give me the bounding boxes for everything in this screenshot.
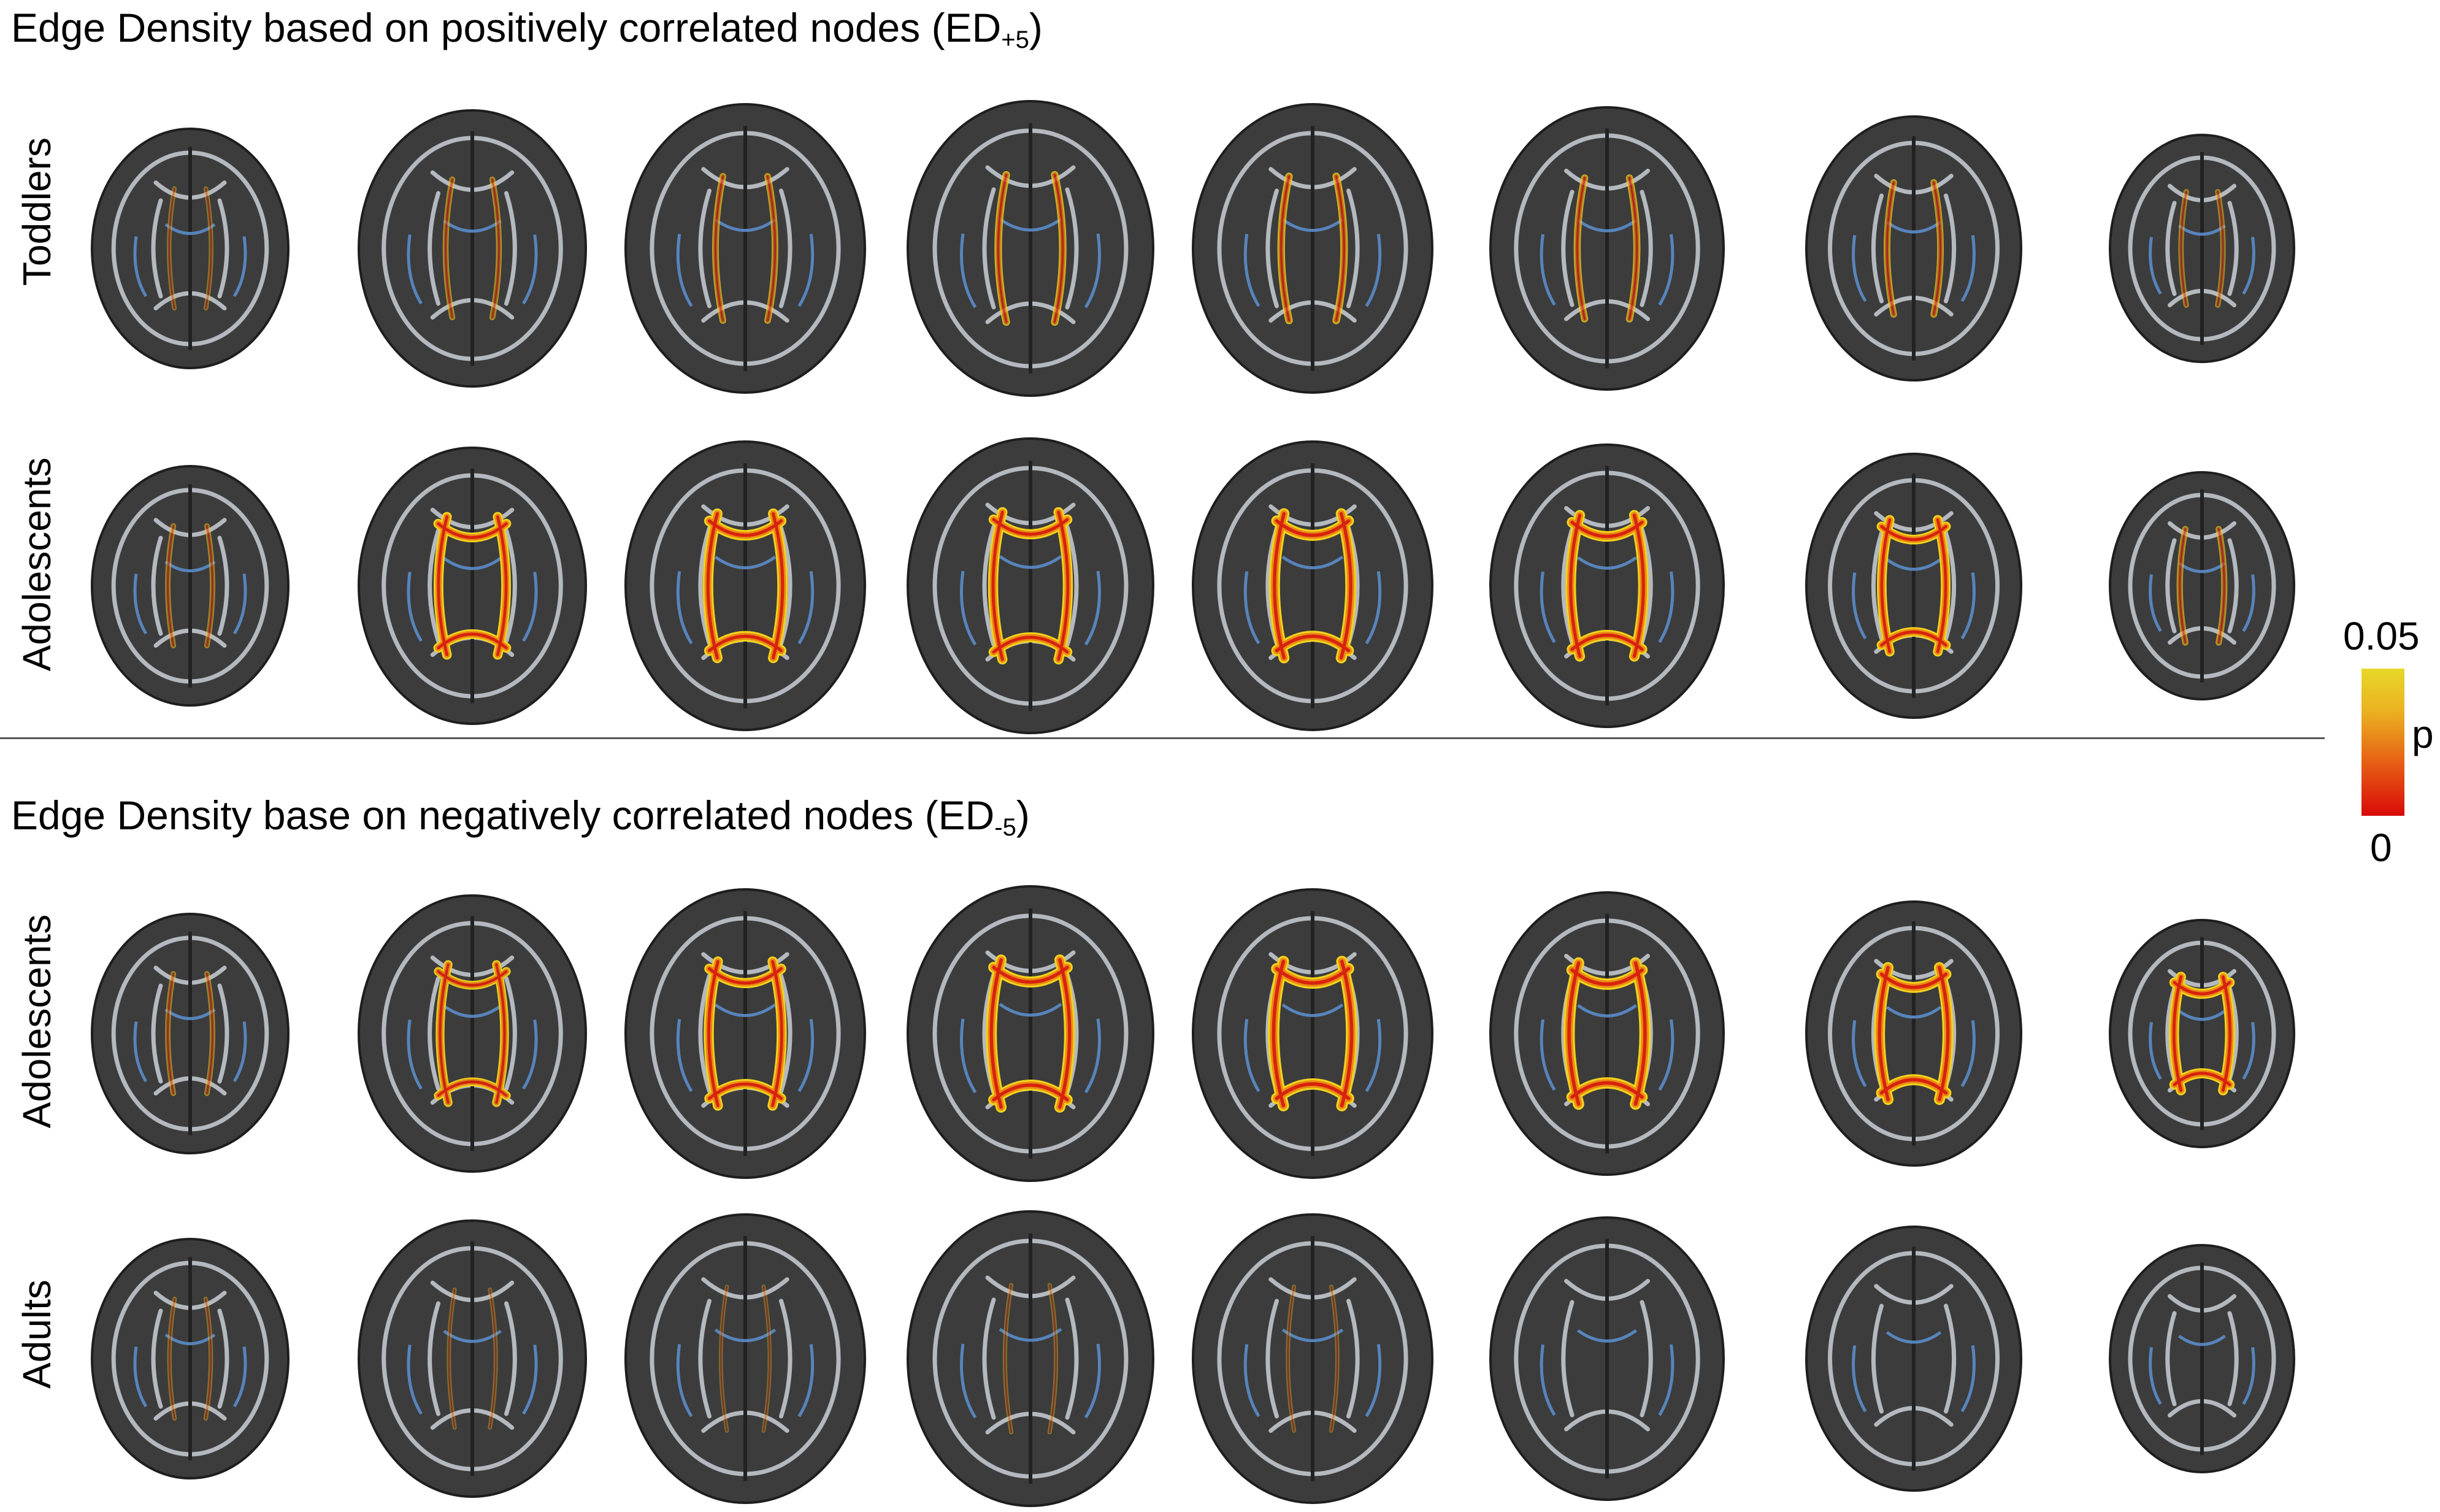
brain-slice	[624, 103, 866, 394]
brain-slice	[2109, 1244, 2295, 1473]
brain-slice	[358, 109, 587, 388]
brain-slice	[1805, 1226, 2022, 1492]
brain-slice	[358, 447, 587, 725]
brain-slice	[1489, 891, 1725, 1176]
brain-slice	[1489, 1216, 1725, 1501]
brain-slice	[624, 440, 866, 731]
brain-slice	[907, 885, 1154, 1182]
brain-slice	[91, 1238, 290, 1479]
brain-row-toddlers	[0, 92, 2440, 399]
brain-slice	[1192, 440, 1433, 731]
brain-slice	[624, 1213, 866, 1504]
section-divider	[0, 737, 2325, 739]
brain-slice	[624, 888, 866, 1179]
colorbar	[2361, 669, 2404, 816]
brain-slice	[358, 1219, 587, 1498]
brain-slice	[1489, 106, 1725, 391]
brain-slice	[907, 1210, 1154, 1507]
brain-slice	[91, 128, 290, 369]
brain-row-adolescents-negative	[0, 877, 2440, 1184]
brain-slice	[358, 894, 587, 1173]
brain-slice	[1805, 453, 2022, 719]
brain-slice	[91, 465, 290, 707]
brain-row-adults	[0, 1202, 2440, 1509]
brain-slice	[2109, 919, 2295, 1148]
figure-title-negative: Edge Density base on negatively correlat…	[11, 792, 1030, 841]
colorbar-min-label: 0	[2370, 826, 2392, 870]
brain-slice	[1192, 888, 1433, 1179]
brain-slice	[2109, 471, 2295, 700]
brain-slice	[91, 913, 290, 1154]
colorbar-max-label: 0.05	[2343, 614, 2420, 658]
brain-slice	[1192, 103, 1433, 394]
brain-slice	[2109, 134, 2295, 363]
brain-slice	[907, 437, 1154, 734]
brain-row-adolescents-positive	[0, 429, 2440, 736]
figure-title-positive: Edge Density based on positively correla…	[11, 5, 1043, 53]
brain-slice	[907, 100, 1154, 397]
brain-slice	[1192, 1213, 1433, 1504]
brain-slice	[1805, 115, 2022, 382]
colorbar-variable-label: p	[2412, 712, 2434, 756]
brain-slice	[1805, 900, 2022, 1167]
brain-slice	[1489, 443, 1725, 728]
